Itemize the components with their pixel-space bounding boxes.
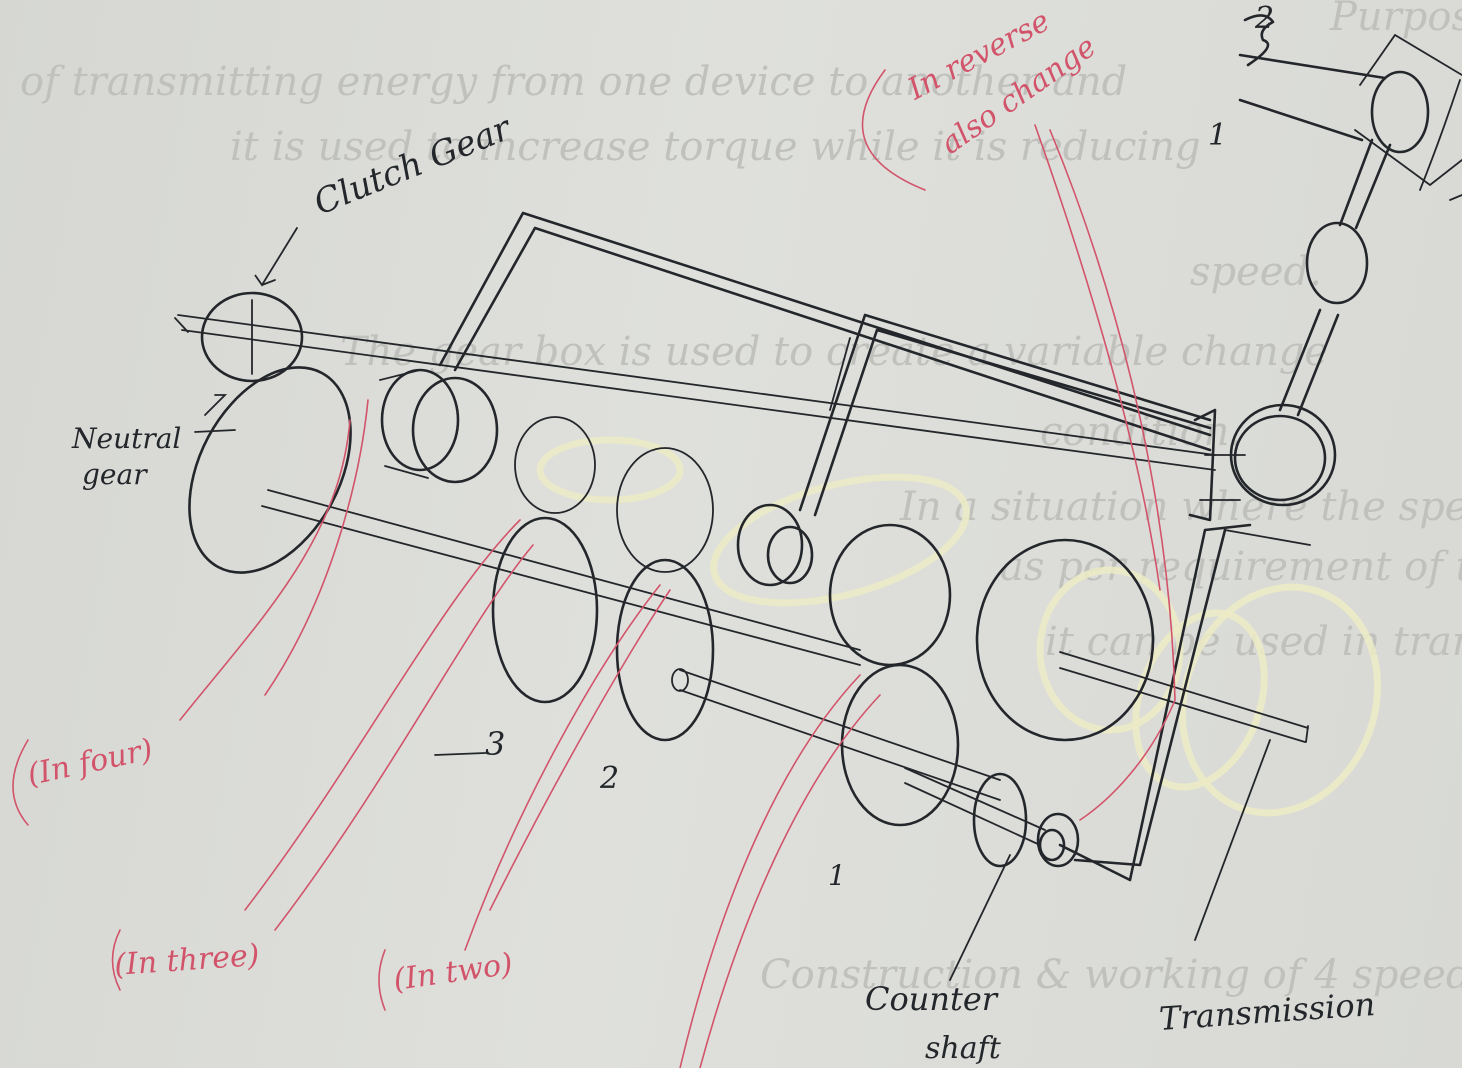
annotation-in-two: (In two)	[391, 947, 515, 998]
label-shaft: shaft	[925, 1031, 1002, 1066]
annotation-in-four: (In four)	[24, 732, 155, 793]
label-gear-number-1: 1	[828, 859, 846, 892]
label-counter: Counter	[865, 980, 999, 1018]
annotation-in-three: (In three)	[113, 938, 260, 983]
counter-gear-small	[974, 774, 1026, 866]
red-brackets	[13, 70, 925, 1010]
bg-note: In a situation where the speed and torqu…	[899, 484, 1462, 530]
main-gear-2	[617, 448, 713, 572]
label-lever-position-1: 1	[1208, 118, 1227, 153]
bg-note: condition.	[1040, 409, 1242, 455]
bg-note: The gear box is used to create a variabl…	[340, 329, 1328, 375]
label-neutral: Neutral	[71, 422, 181, 455]
collar-four-three	[380, 370, 497, 482]
bg-note: speed.	[1190, 249, 1322, 295]
label-gear-number-3: 3	[485, 725, 505, 763]
neutral-gear	[157, 340, 860, 665]
counter-gear-3	[493, 518, 597, 702]
label-lever-position-2: 2	[1254, 1, 1274, 36]
label-gear-number-2: 2	[599, 761, 619, 796]
red-leaders	[180, 125, 1175, 1068]
main-gear-3	[515, 417, 595, 513]
label-gear: gear	[82, 458, 148, 491]
